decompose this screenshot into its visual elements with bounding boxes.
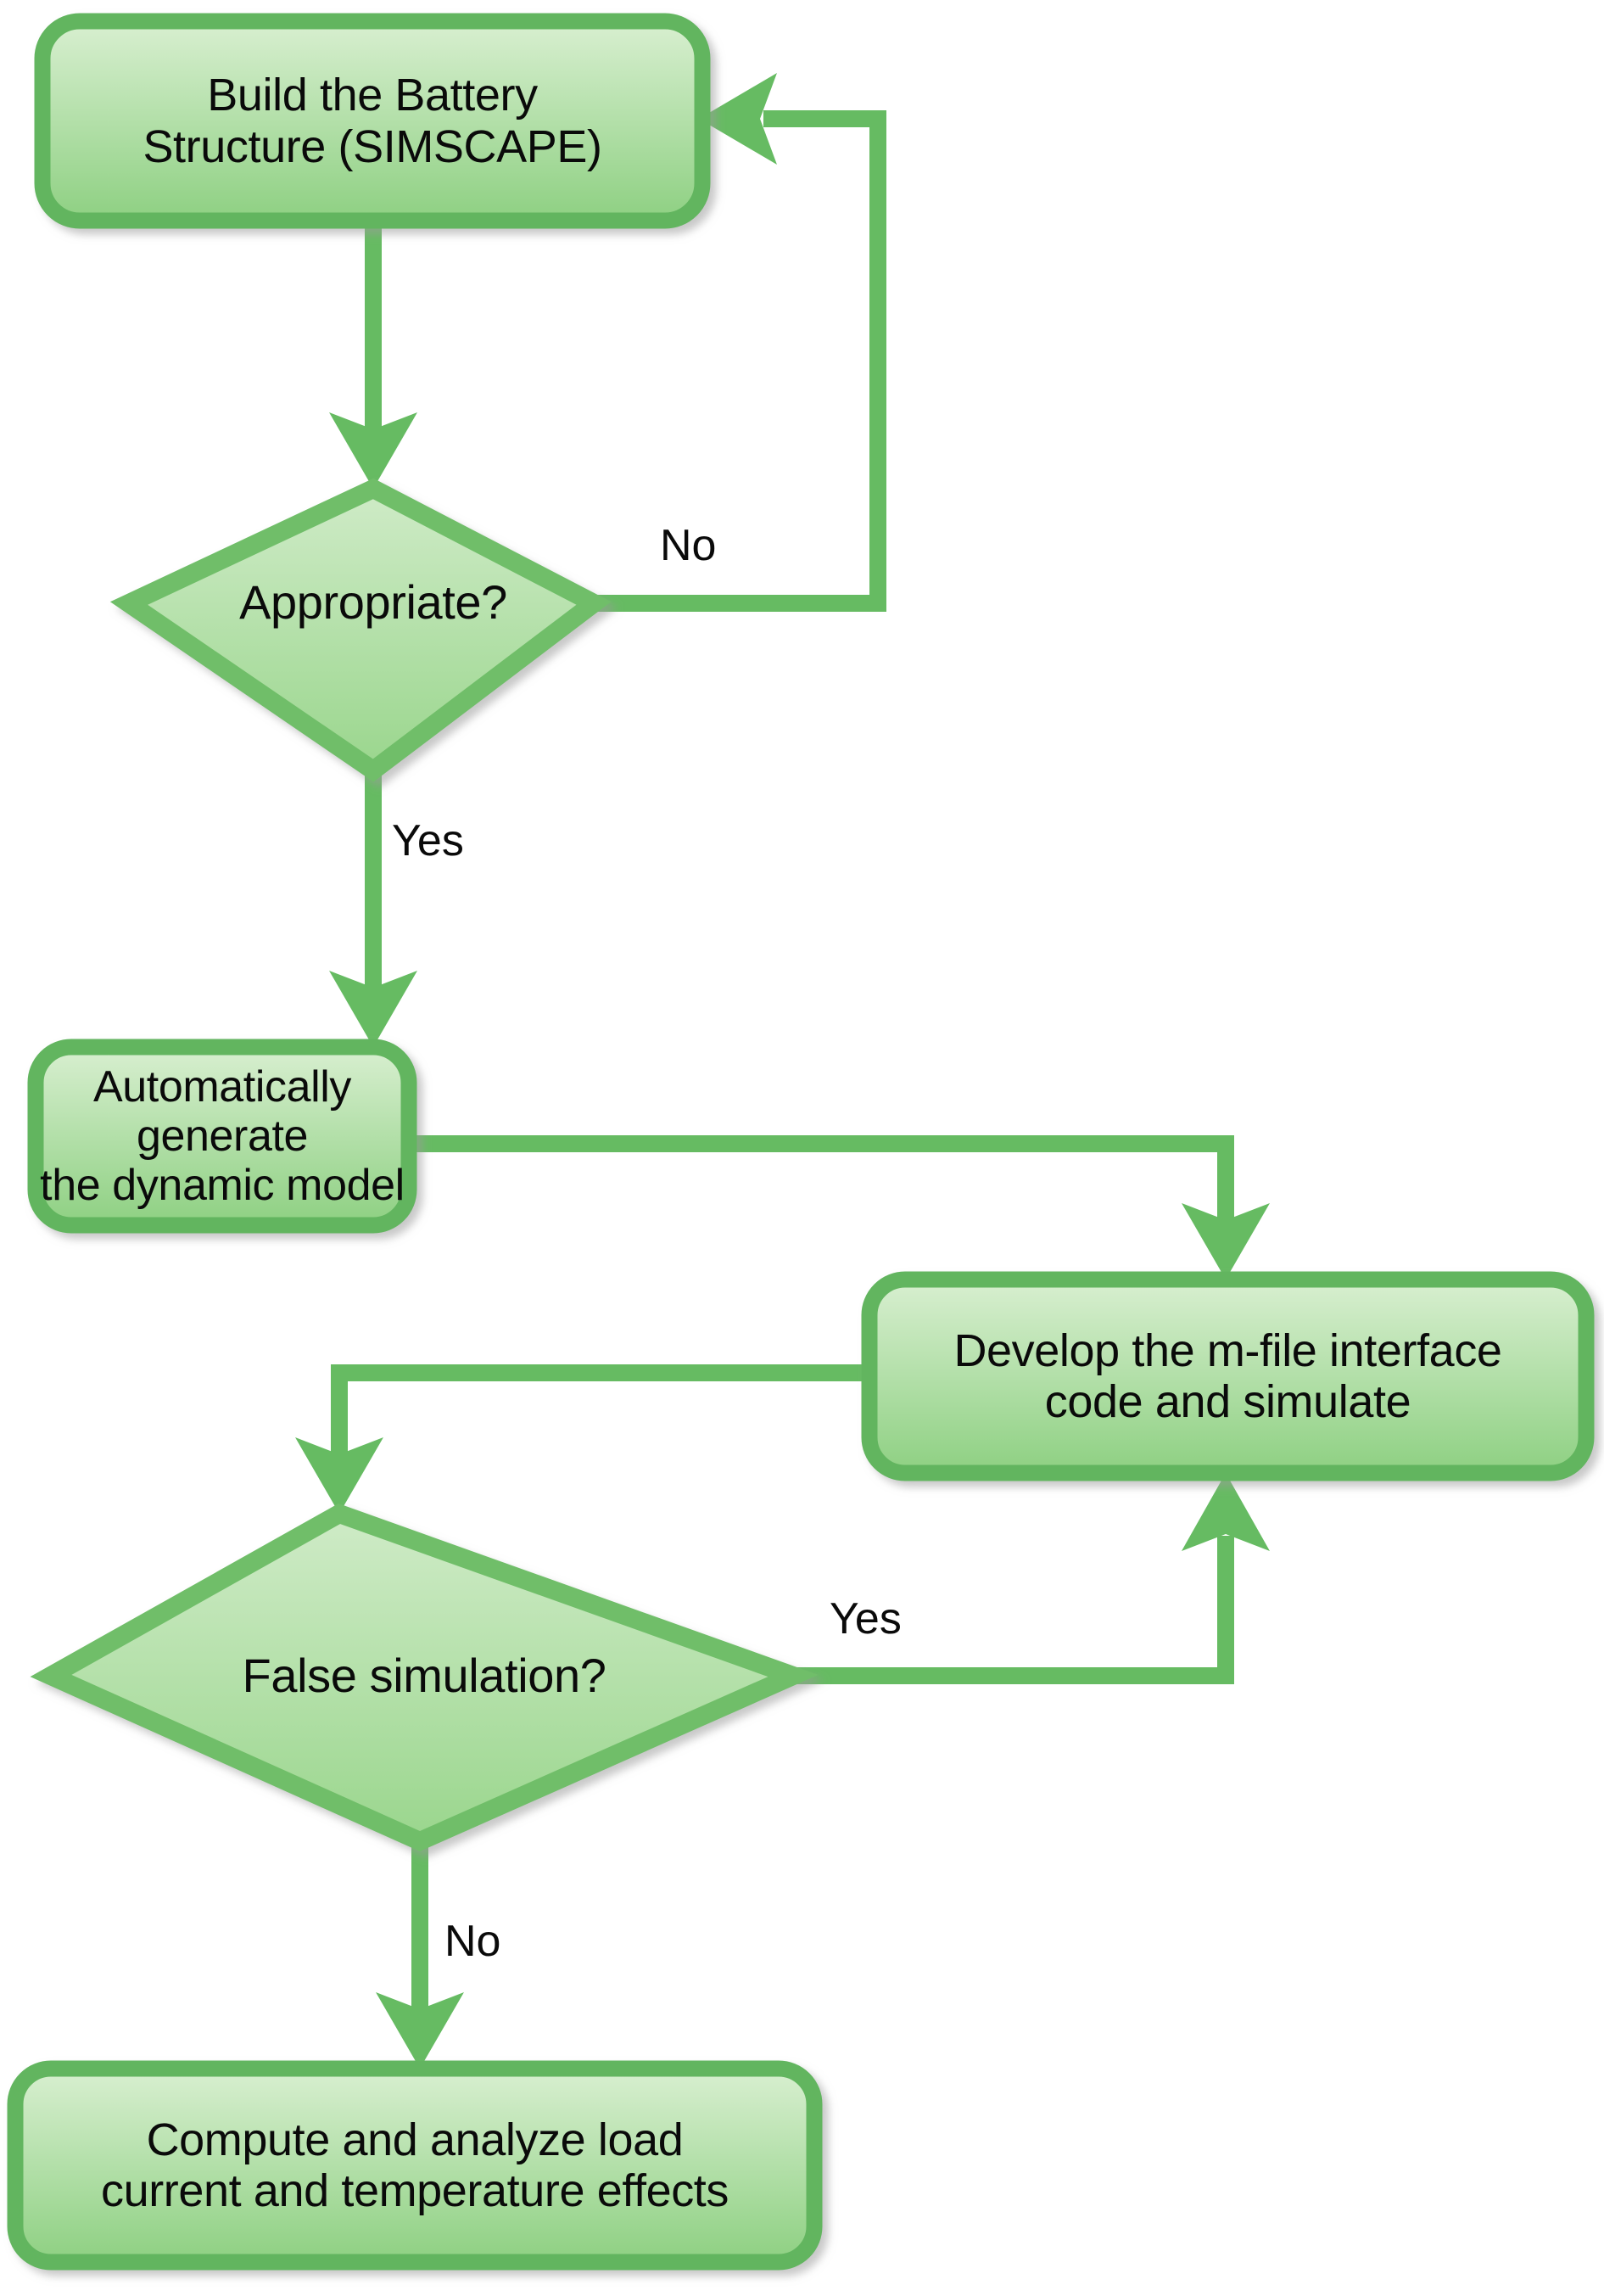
edge-build-to-appropriate — [329, 222, 417, 489]
edge-false-simulation-yes-loop — [793, 1473, 1270, 1684]
edge-appropriate-yes — [329, 770, 417, 1047]
edge-appropriate-no-loop — [594, 73, 886, 612]
edge-label-false-simulation-yes: Yes — [830, 1594, 902, 1644]
edge-label-appropriate-yes: Yes — [392, 816, 464, 865]
node-generate-dynamic-model — [27, 1039, 417, 1234]
node-appropriate-decision — [109, 478, 612, 782]
node-build-battery-structure — [34, 13, 711, 229]
connector-layer — [295, 73, 1270, 2069]
edge-false-simulation-no — [376, 1841, 464, 2069]
edge-label-false-simulation-no: No — [444, 1917, 501, 1966]
node-develop-mfile-interface — [861, 1271, 1595, 1481]
edge-label-appropriate-no: No — [660, 521, 717, 570]
edge-develop-to-false-simulation — [295, 1364, 869, 1514]
node-false-simulation-decision — [30, 1503, 819, 1852]
edge-generate-to-develop — [409, 1135, 1270, 1280]
node-compute-analyze-load — [7, 2060, 823, 2271]
